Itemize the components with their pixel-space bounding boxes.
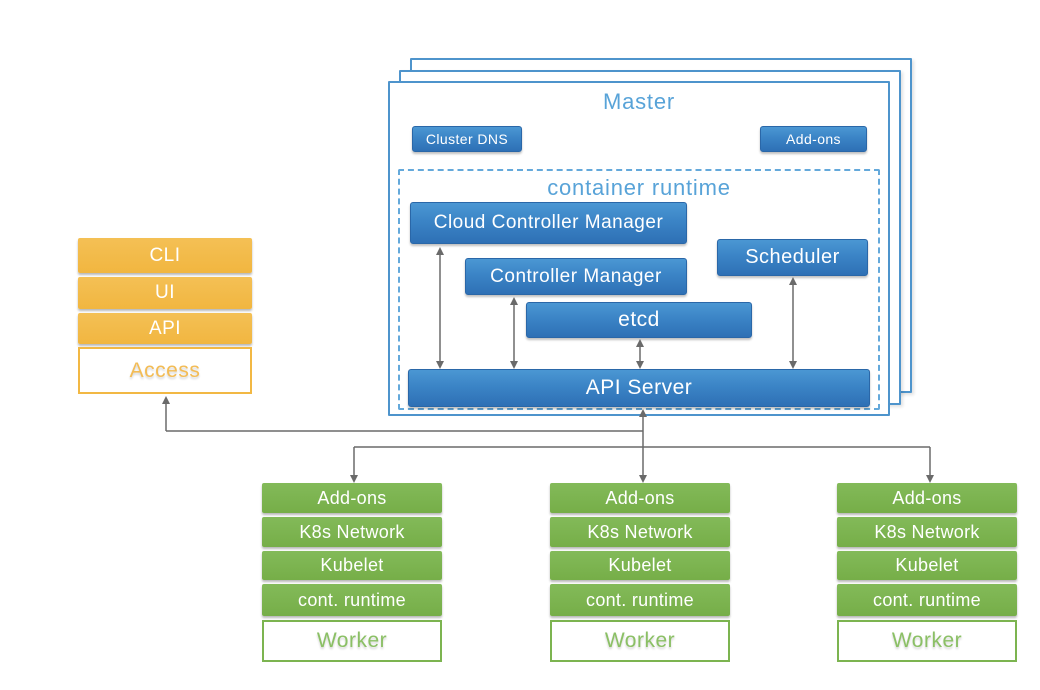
worker1-k8s-network: K8s Network [262,517,442,547]
worker3-addons: Add-ons [837,483,1017,513]
worker2-cont-runtime: cont. runtime [550,584,730,616]
cluster-dns-badge: Cluster DNS [412,126,522,152]
master-box: Master Cluster DNS Add-ons container run… [388,81,890,416]
worker-stack-3: Add-ons K8s Network Kubelet cont. runtim… [837,483,1017,662]
worker-stack-2: Add-ons K8s Network Kubelet cont. runtim… [550,483,730,662]
worker1-label: Worker [262,620,442,662]
worker2-k8s-network: K8s Network [550,517,730,547]
worker3-kubelet: Kubelet [837,551,1017,580]
master-title: Master [602,89,676,114]
worker2-label: Worker [550,620,730,662]
arrow-to-worker-1 [350,447,358,483]
worker2-kubelet: Kubelet [550,551,730,580]
cloud-controller-manager-box: Cloud Controller Manager [410,202,687,244]
arrow-to-worker-2 [639,447,647,483]
access-item-cli: CLI [78,238,252,273]
worker3-label: Worker [837,620,1017,662]
access-item-api: API [78,313,252,344]
addons-badge: Add-ons [760,126,867,152]
api-server-box: API Server [408,369,870,407]
worker1-addons: Add-ons [262,483,442,513]
worker3-cont-runtime: cont. runtime [837,584,1017,616]
worker3-k8s-network: K8s Network [837,517,1017,547]
access-item-ui: UI [78,277,252,309]
arrow-to-worker-3 [926,447,934,483]
access-label: Access [78,347,252,394]
worker1-cont-runtime: cont. runtime [262,584,442,616]
worker-stack-1: Add-ons K8s Network Kubelet cont. runtim… [262,483,442,662]
worker2-addons: Add-ons [550,483,730,513]
controller-manager-box: Controller Manager [465,258,687,295]
scheduler-box: Scheduler [717,239,868,276]
worker1-kubelet: Kubelet [262,551,442,580]
container-runtime-title: container runtime [547,175,731,200]
etcd-box: etcd [526,302,752,338]
container-runtime-box: container runtime Cloud Controller Manag… [398,169,880,410]
